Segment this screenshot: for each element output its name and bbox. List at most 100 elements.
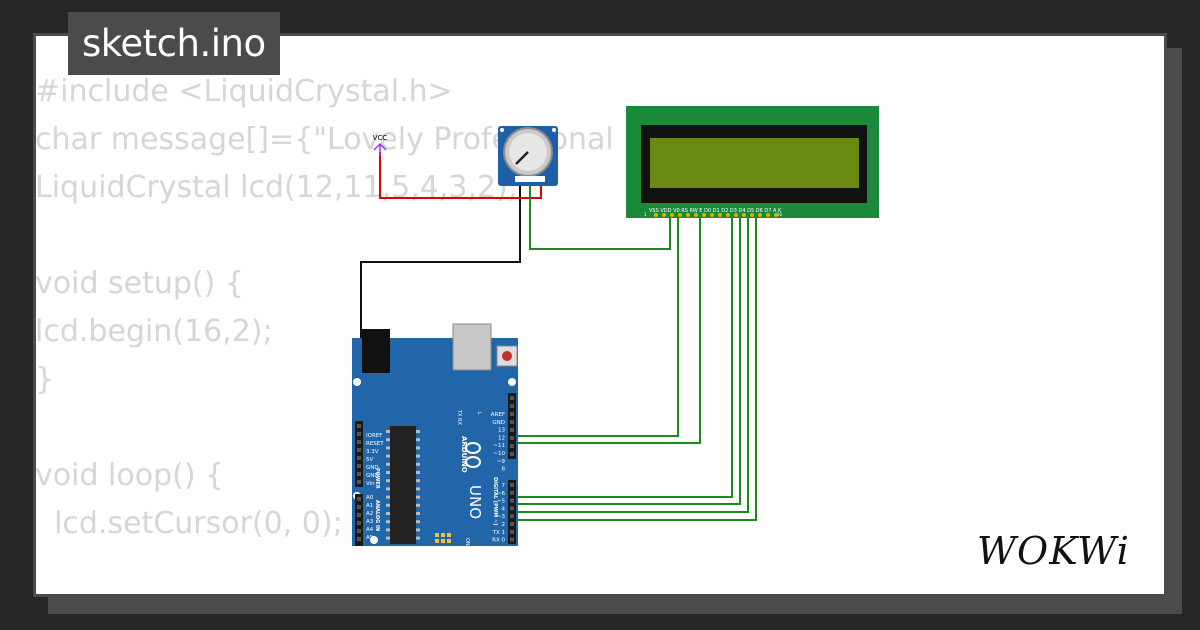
wire-green-d6[interactable]: [512, 216, 749, 513]
wire-black[interactable]: [360, 186, 521, 340]
chip-pin: [416, 503, 420, 507]
code-line: lcd.begin(16,2);: [35, 314, 273, 349]
arduino-uno[interactable]: IOREFRESET3.3V5VGNDGNDVinA0A1A2A3A4A5ARE…: [352, 323, 518, 546]
reset-button[interactable]: [502, 351, 512, 361]
lcd-pin[interactable]: [750, 213, 754, 217]
lcd-display[interactable]: VSS VDD V0 RS RW E D0 D1 D2 D3 D4 D5 D6 …: [626, 106, 879, 218]
header-pin[interactable]: [510, 420, 514, 424]
lcd-pin[interactable]: [726, 213, 730, 217]
header-pin[interactable]: [357, 432, 361, 436]
lcd-pin[interactable]: [678, 213, 682, 217]
power-jack: [362, 329, 390, 373]
lcd-pin[interactable]: [710, 213, 714, 217]
wire-red[interactable]: [379, 152, 542, 199]
chip-pin: [386, 487, 390, 491]
pin-label: A2: [366, 511, 373, 517]
chip-pin: [416, 479, 420, 483]
pin-label: A1: [366, 503, 373, 509]
header-pin[interactable]: [510, 396, 514, 400]
lcd-pin[interactable]: [654, 213, 658, 217]
header-pin[interactable]: [357, 456, 361, 460]
pin-label: A4: [366, 527, 374, 533]
pin-label: 5V: [366, 457, 373, 463]
lcd-pin[interactable]: [686, 213, 690, 217]
pin-label: RESET: [366, 441, 384, 447]
lcd-pin[interactable]: [734, 213, 738, 217]
header-pin[interactable]: [357, 480, 361, 484]
chip-pin: [416, 528, 420, 532]
lcd-pin-header: [654, 213, 778, 217]
lcd-pin[interactable]: [742, 213, 746, 217]
header-pin[interactable]: [357, 513, 361, 517]
arduino-analog-label: ANALOG IN: [374, 500, 380, 531]
header-pin[interactable]: [357, 505, 361, 509]
arduino-brand: ARDUINO: [460, 436, 468, 473]
header-pin[interactable]: [510, 514, 514, 519]
vcc-label: VCC: [373, 134, 388, 142]
wire-green-e[interactable]: [512, 216, 701, 444]
header-pin[interactable]: [357, 537, 361, 541]
header-pin[interactable]: [357, 521, 361, 525]
arduino-l-led: L: [476, 412, 482, 415]
wire-green-d4[interactable]: [512, 216, 733, 498]
chip-pin: [386, 536, 390, 540]
header-pin[interactable]: [357, 424, 361, 428]
lcd-pin[interactable]: [774, 213, 778, 217]
pin-label: Vin: [366, 481, 375, 487]
pin-label: RX 0: [492, 538, 505, 544]
pin-label: A3: [366, 519, 374, 525]
header-pin[interactable]: [357, 448, 361, 452]
lcd-pin[interactable]: [670, 213, 674, 217]
wire-green-d7[interactable]: [512, 216, 757, 521]
wokwi-logo[interactable]: WOKWi: [975, 528, 1155, 578]
lcd-pin[interactable]: [694, 213, 698, 217]
header-pin[interactable]: [510, 498, 514, 503]
chip-pin: [416, 520, 420, 524]
potentiometer[interactable]: [498, 126, 558, 186]
header-pin[interactable]: [510, 522, 514, 526]
header-pin[interactable]: [357, 529, 361, 533]
chip-pin: [416, 462, 420, 466]
header-pin[interactable]: [510, 428, 514, 432]
wire-green-rs[interactable]: [512, 216, 679, 437]
pin-label: TX 1: [492, 530, 505, 536]
wire-green-v0[interactable]: [529, 186, 671, 250]
lcd-pin[interactable]: [766, 213, 770, 217]
pin-label: ~3: [497, 514, 506, 520]
vcc-symbol[interactable]: VCC: [373, 134, 388, 156]
header-pin[interactable]: [357, 464, 361, 468]
header-pin[interactable]: [357, 497, 361, 501]
header-pin[interactable]: [510, 537, 514, 542]
chip-pin: [386, 454, 390, 458]
header-pin[interactable]: [510, 490, 514, 495]
pin-label: GND: [366, 465, 379, 471]
header-pin[interactable]: [510, 444, 514, 448]
header-pin[interactable]: [510, 483, 514, 487]
chip-pin: [416, 487, 420, 491]
lcd-pin[interactable]: [718, 213, 722, 217]
header-pin[interactable]: [510, 436, 514, 440]
header-pin[interactable]: [357, 472, 361, 476]
chip-pin: [416, 438, 420, 442]
header-pin[interactable]: [357, 440, 361, 444]
chip-pin: [386, 528, 390, 532]
header-pin[interactable]: [510, 529, 514, 534]
header-pin[interactable]: [510, 404, 514, 408]
chip-pin: [416, 536, 420, 540]
lcd-pin[interactable]: [702, 213, 706, 217]
pin-label: A5: [366, 535, 374, 541]
lcd-pin[interactable]: [758, 213, 762, 217]
header-pin[interactable]: [510, 452, 514, 456]
wire-green-d5[interactable]: [512, 216, 741, 505]
lcd-pin-labels: VSS VDD V0 RS RW E D0 D1 D2 D3 D4 D5 D6 …: [649, 208, 782, 214]
lcd-pin[interactable]: [662, 213, 666, 217]
lcd-screen: [650, 138, 859, 188]
usb-port: [452, 323, 492, 371]
header-pin[interactable]: [510, 506, 514, 511]
header-pin[interactable]: [510, 412, 514, 416]
wires: [360, 152, 757, 521]
pin-label: ~10: [493, 451, 505, 457]
chip-pin: [386, 503, 390, 507]
arduino-digital-label: DIGITAL (PWM ~): [492, 477, 498, 525]
digital-header-top: [508, 393, 516, 459]
